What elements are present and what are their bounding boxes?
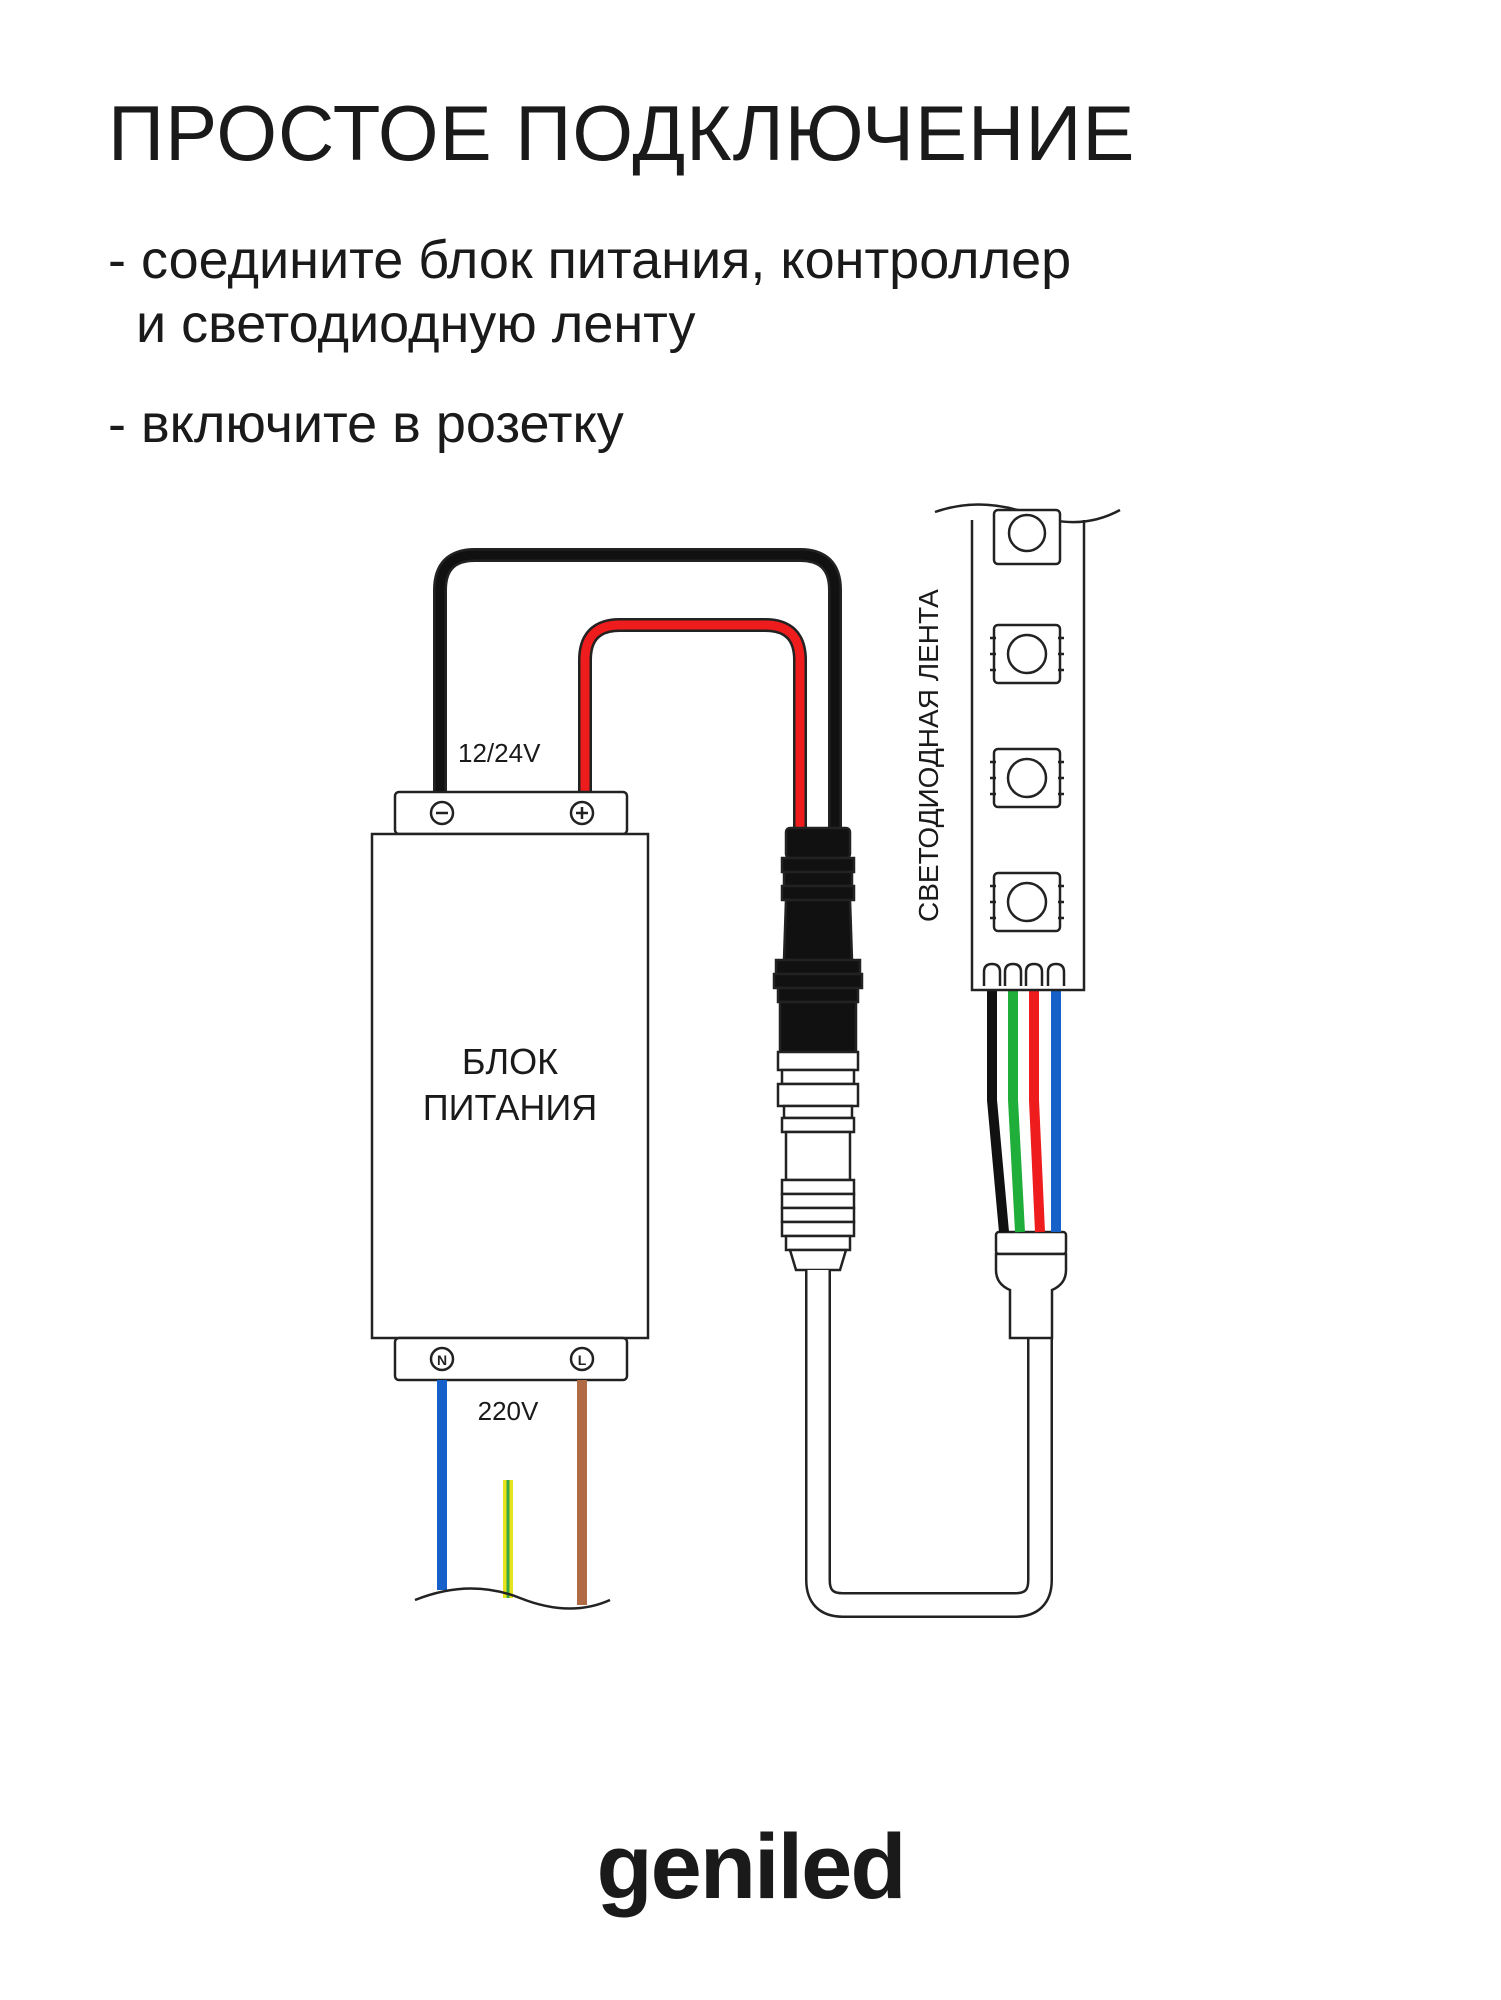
neutral-terminal-icon — [429, 1346, 455, 1372]
neutral-terminal-letter: N — [437, 1352, 447, 1368]
strip-solder-pads — [982, 962, 1066, 986]
instruction-step-connect-line2: и светодиодную ленту — [136, 294, 696, 354]
top-terminal-block — [393, 790, 629, 836]
instruction-step-connect-line1: - соедините блок питания, контроллер — [108, 230, 1072, 290]
led-chip — [990, 623, 1064, 685]
line-terminal-letter: L — [578, 1352, 587, 1368]
instruction-step-connect: - соедините блок питания, контроллер и с… — [108, 228, 1071, 356]
black-output-wire — [433, 548, 842, 830]
input-voltage-label: 220V — [478, 1396, 539, 1426]
red-strip-wire — [1029, 985, 1045, 1233]
cut-edge-bottom — [414, 1587, 611, 1610]
cable-jack-to-strip-inner — [807, 1270, 1051, 1616]
page-title: ПРОСТОЕ ПОДКЛЮЧЕНИЕ — [108, 89, 1136, 177]
led-chip — [992, 508, 1062, 566]
dc-jack-connector — [772, 826, 864, 1272]
brand-logo: geniled — [596, 1816, 906, 1918]
black-output-wire-core — [435, 550, 840, 830]
rgb-strip-wires — [987, 985, 1061, 1233]
led-chip — [990, 747, 1064, 809]
red-output-wire-core — [580, 620, 805, 830]
black-strip-wire — [987, 985, 1009, 1233]
instruction-step-plug-in: - включите в розетку — [108, 392, 624, 456]
power-supply-body — [370, 832, 650, 1340]
line-terminal-icon — [569, 1346, 595, 1372]
mains-input-wires — [414, 1380, 611, 1610]
output-voltage-label: 12/24V — [458, 738, 541, 768]
instruction-step-plug-in-line1: - включите в розетку — [108, 394, 624, 454]
led-chip — [990, 871, 1064, 933]
strip-connector-plug — [994, 1230, 1068, 1340]
bottom-terminal-block: N L — [393, 1336, 629, 1382]
power-supply-label-line1: БЛОК — [462, 1041, 558, 1082]
cable-jack-to-strip — [805, 1270, 1053, 1618]
green-strip-wire — [1008, 985, 1025, 1233]
output-wires — [433, 548, 842, 830]
led-strip — [934, 503, 1121, 992]
led-strip-label: СВЕТОДИОДНАЯ ЛЕНТА — [913, 589, 944, 922]
power-supply-label-line2: ПИТАНИЯ — [423, 1087, 597, 1128]
